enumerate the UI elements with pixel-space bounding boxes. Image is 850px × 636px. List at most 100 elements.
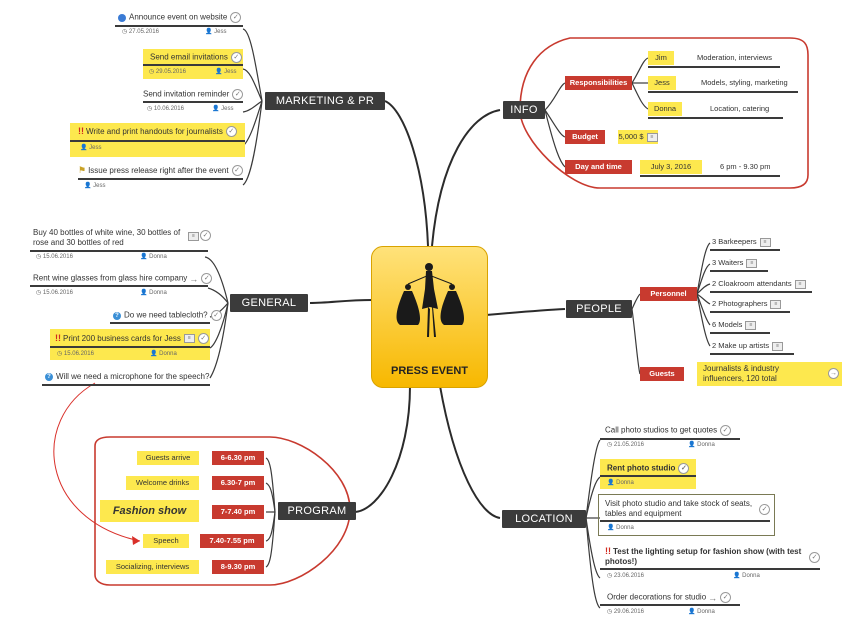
- task-rent-wine-glasses[interactable]: Rent wine glasses from glass hire compan…: [33, 273, 213, 284]
- task-underline: [78, 178, 243, 180]
- task-underline: [110, 322, 210, 324]
- personnel-item[interactable]: 2 Make up artists≡: [712, 340, 784, 352]
- program-time[interactable]: 7-7.40 pm: [212, 505, 264, 519]
- branch-general[interactable]: GENERAL: [230, 294, 308, 312]
- node-underline: [710, 249, 780, 251]
- info-budget[interactable]: Budget: [565, 130, 605, 144]
- personnel-item[interactable]: 3 Barkeepers≡: [712, 236, 771, 248]
- branch-info[interactable]: INFO: [503, 101, 545, 119]
- responsible-role: Location, catering: [710, 104, 770, 113]
- guests-value-box[interactable]: Journalists & industry influencers, 120 …: [697, 362, 842, 386]
- note-icon[interactable]: ≡: [646, 132, 658, 142]
- node-underline: [710, 311, 790, 313]
- personnel-item[interactable]: 6 Models≡: [712, 319, 757, 331]
- task-issue-press-release[interactable]: ⚑Issue press release right after the eve…: [78, 165, 243, 177]
- responsible-name[interactable]: Jess: [648, 76, 676, 90]
- task-send-email-invitations[interactable]: Send email invitations✓: [150, 52, 242, 63]
- task-date: ◷ 10.06.2016: [147, 106, 184, 112]
- task-buy-wine[interactable]: Buy 40 bottles of white wine, 30 bottles…: [33, 228, 181, 247]
- arrow-right-icon[interactable]: →: [828, 368, 839, 379]
- task-underline: [600, 604, 740, 606]
- check-icon[interactable]: ✓: [200, 230, 211, 241]
- program-activity[interactable]: Welcome drinks: [126, 476, 199, 490]
- check-icon[interactable]: ✓: [225, 126, 237, 138]
- priority-icon: !!: [605, 546, 611, 556]
- check-icon[interactable]: ✓: [232, 89, 244, 100]
- task-announce-event[interactable]: Announce event on website✓: [118, 12, 242, 23]
- check-icon[interactable]: ✓: [230, 52, 242, 63]
- note-icon[interactable]: ≡: [183, 334, 195, 344]
- check-icon[interactable]: ✓: [720, 592, 732, 603]
- task-date: ◷ 15.06.2016: [36, 290, 73, 296]
- task-underline: [70, 140, 245, 142]
- arrow-right-icon[interactable]: →: [708, 592, 718, 603]
- check-icon[interactable]: ✓: [720, 425, 732, 436]
- date-value[interactable]: July 3, 2016: [640, 160, 702, 174]
- personnel-item[interactable]: 2 Photographers≡: [712, 298, 782, 310]
- task-visit-photo-studio[interactable]: Visit photo studio and take stock of sea…: [605, 499, 753, 518]
- check-icon[interactable]: ✓: [210, 310, 222, 321]
- program-time[interactable]: 8-9.30 pm: [212, 560, 264, 574]
- question-icon: ?: [45, 372, 53, 381]
- check-icon[interactable]: ✓: [230, 12, 242, 23]
- task-microphone-question[interactable]: ?Will we need a microphone for the speec…: [45, 372, 209, 382]
- branch-program[interactable]: PROGRAM: [278, 502, 356, 520]
- task-tablecloth-question[interactable]: ?Do we need tablecloth?✓: [113, 310, 222, 321]
- note-icon[interactable]: ≡: [188, 232, 199, 241]
- check-icon[interactable]: ✓: [678, 463, 690, 474]
- task-order-decorations[interactable]: Order decorations for studio→✓: [607, 592, 732, 603]
- program-activity[interactable]: Fashion show: [100, 500, 199, 522]
- budget-value[interactable]: 5,000 $≡: [618, 130, 658, 144]
- program-time[interactable]: 6.30-7 pm: [212, 476, 264, 490]
- program-activity[interactable]: Socializing, interviews: [106, 560, 199, 574]
- program-activity[interactable]: Speech: [143, 534, 189, 548]
- check-icon[interactable]: ✓: [197, 333, 209, 345]
- responsible-name[interactable]: Jim: [648, 51, 674, 65]
- task-underline: [600, 438, 740, 440]
- task-test-lighting[interactable]: !!Test the lighting setup for fashion sh…: [605, 546, 802, 566]
- note-icon[interactable]: ≡: [745, 320, 757, 330]
- note-icon[interactable]: ≡: [770, 299, 782, 309]
- task-box: [598, 494, 775, 536]
- central-topic[interactable]: PRESS EVENT: [371, 246, 488, 388]
- task-underline: [30, 250, 208, 252]
- check-icon[interactable]: ✓: [201, 273, 213, 284]
- task-underline: [600, 475, 696, 477]
- people-guests[interactable]: Guests: [640, 367, 684, 381]
- task-person: 👤 Donna: [733, 573, 760, 579]
- check-icon[interactable]: ✓: [231, 165, 243, 177]
- personnel-item[interactable]: 3 Waiters≡: [712, 257, 758, 269]
- people-personnel[interactable]: Personnel: [640, 287, 697, 301]
- task-send-invitation-reminder[interactable]: Send invitation reminder✓: [143, 89, 244, 100]
- check-icon[interactable]: ✓: [809, 552, 820, 563]
- program-time[interactable]: 7.40-7.55 pm: [200, 534, 264, 548]
- task-highlight: [50, 329, 210, 360]
- task-date: ◷ 15.06.2016: [57, 351, 94, 357]
- node-underline: [648, 91, 798, 93]
- arrow-right-icon[interactable]: →: [189, 273, 199, 284]
- note-icon[interactable]: ≡: [759, 237, 771, 247]
- task-person: 👤 Donna: [140, 254, 167, 260]
- guests-value: Journalists & industry influencers, 120 …: [703, 364, 780, 383]
- task-date: ◷ 29.06.2016: [607, 609, 644, 615]
- task-print-business-cards[interactable]: !!Print 200 business cards for Jess≡✓: [55, 333, 209, 345]
- task-write-handouts[interactable]: !!Write and print handouts for journalis…: [78, 126, 237, 138]
- task-underline: [600, 568, 820, 570]
- program-activity[interactable]: Guests arrive: [137, 451, 199, 465]
- task-date: ◷ 23.06.2016: [607, 573, 644, 579]
- note-icon[interactable]: ≡: [746, 258, 758, 268]
- info-responsibilities[interactable]: Responsibilities: [565, 76, 632, 90]
- task-call-photo-studios[interactable]: Call photo studios to get quotes✓: [605, 425, 732, 436]
- branch-marketing[interactable]: MARKETING & PR: [265, 92, 385, 110]
- note-icon[interactable]: ≡: [772, 341, 784, 351]
- personnel-item[interactable]: 2 Cloakroom attendants≡: [712, 278, 806, 290]
- note-icon[interactable]: ≡: [794, 279, 806, 289]
- branch-location[interactable]: LOCATION: [502, 510, 586, 528]
- program-time[interactable]: 6-6.30 pm: [212, 451, 264, 465]
- responsible-name[interactable]: Donna: [648, 102, 682, 116]
- branch-people[interactable]: PEOPLE: [566, 300, 632, 318]
- check-icon[interactable]: ✓: [759, 504, 770, 515]
- info-day-and-time[interactable]: Day and time: [565, 160, 632, 174]
- task-rent-photo-studio[interactable]: Rent photo studio✓: [607, 463, 690, 474]
